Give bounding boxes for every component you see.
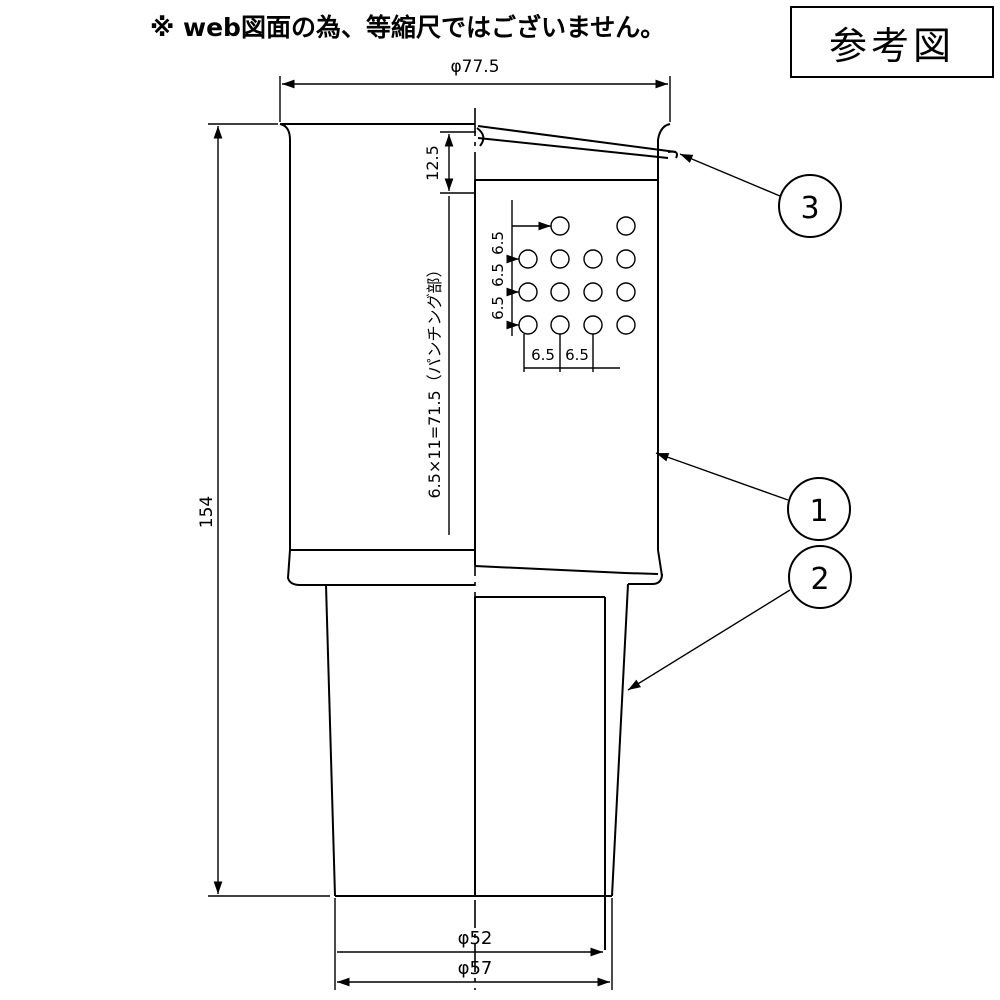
hole [616, 282, 636, 302]
flange [286, 549, 663, 586]
hole [518, 315, 538, 335]
inner-bottom-diameter-label: φ52 [458, 928, 493, 949]
hole [550, 282, 570, 302]
callout-1: 1 [655, 452, 851, 541]
top-diameter-label: φ77.5 [450, 57, 499, 77]
height-label: 154 [197, 496, 217, 528]
top-diameter-dimension: φ77.5 [279, 57, 671, 122]
bottom-diameter-dimensions: φ52 φ57 [334, 898, 613, 990]
hole [583, 282, 603, 302]
pitch-h2-label: 6.5 [565, 346, 589, 364]
callout-2-number: 2 [810, 562, 829, 597]
lower-body [325, 583, 629, 950]
pitch-h1-label: 6.5 [531, 346, 555, 364]
pitch-v1-label: 6.5 [489, 231, 507, 255]
reference-label-text: 参考図 [828, 23, 955, 68]
hole [550, 315, 570, 335]
hole [518, 249, 538, 269]
pitch-dimension-lines [506, 200, 620, 372]
punching-dimension: 6.5×11=71.5（パンチング部） [425, 196, 450, 535]
hole [518, 282, 538, 302]
handle-wire [476, 125, 678, 159]
callout-3-number: 3 [800, 191, 819, 226]
callout-3: 3 [679, 153, 842, 238]
hole [550, 216, 570, 236]
hole [550, 249, 570, 269]
outer-bottom-diameter-label: φ57 [458, 958, 493, 979]
rim-height-dimension: 12.5 [423, 131, 476, 194]
callout-2: 2 [627, 545, 852, 691]
height-dimension: 154 [197, 123, 330, 897]
reference-drawing-label: 参考図 [790, 6, 994, 78]
pitch-v3-label: 6.5 [489, 296, 507, 320]
hole [616, 249, 636, 269]
notice-text: ※ web図面の為、等縮尺ではございません。 [150, 13, 666, 42]
callout-1-number: 1 [809, 494, 828, 529]
punching-spec-label: 6.5×11=71.5（パンチング部） [425, 261, 444, 498]
punching-holes [518, 216, 636, 335]
hole [583, 315, 603, 335]
pitch-v2-label: 6.5 [489, 263, 507, 287]
hole [616, 216, 636, 236]
hole [616, 315, 636, 335]
pitch-labels: 6.5 6.5 6.5 6.5 6.5 [489, 231, 589, 364]
hole [583, 249, 603, 269]
rim-height-label: 12.5 [423, 145, 442, 181]
